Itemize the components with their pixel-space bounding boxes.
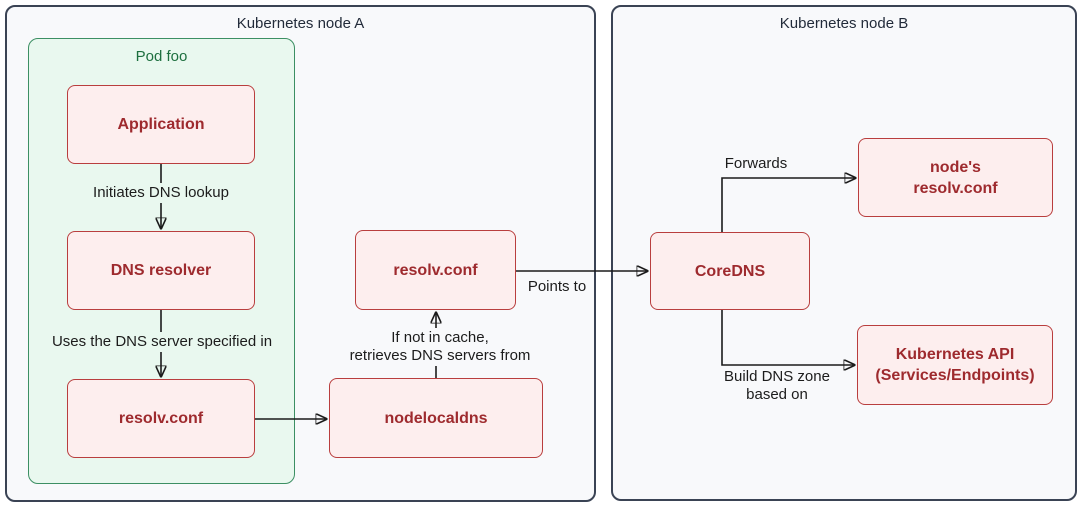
box-nodes-resolv-conf: node's resolv.conf [858,138,1053,217]
box-kubernetes-api: Kubernetes API (Services/Endpoints) [857,325,1053,405]
edge-label-forwards: Forwards [724,155,788,172]
box-coredns: CoreDNS [650,232,810,310]
box-kubernetes-api-line1: Kubernetes API [895,346,1015,363]
edge-label-uses-dns-server: Uses the DNS server specified in [48,332,276,352]
box-node-resolv-conf: resolv.conf [355,230,516,310]
box-nodelocaldns-label: nodelocaldns [384,409,488,427]
box-node-resolv-conf-label: resolv.conf [393,261,478,279]
box-pod-resolv-conf-label: resolv.conf [118,410,204,427]
edge-label-if-not-in-cache: If not in cache, retrieves DNS servers f… [346,328,534,366]
box-dns-resolver: DNS resolver [67,231,255,310]
edge-label-build-dns-zone: Build DNS zone based on [724,368,830,404]
edge-label-build-dns-zone-line2: based on [746,386,808,403]
pod-foo-title: Pod foo [135,48,188,65]
edge-label-points-to: Points to [527,278,587,295]
edge-label-if-not-in-cache-line1: If not in cache, [391,329,489,346]
box-kubernetes-api-line2: (Services/Endpoints) [875,367,1035,384]
edge-label-if-not-in-cache-line2: retrieves DNS servers from [349,347,531,364]
box-pod-resolv-conf: resolv.conf [67,379,255,458]
box-nodes-resolv-conf-line1: node's [930,158,981,176]
kubernetes-node-a-title: Kubernetes node A [236,15,365,32]
kubernetes-node-b-title: Kubernetes node B [779,15,909,32]
box-application: Application [67,85,255,164]
box-nodes-resolv-conf-line2: resolv.conf [913,179,998,197]
edge-label-initiates-dns-lookup: Initiates DNS lookup [90,183,232,203]
box-coredns-label: CoreDNS [694,262,766,280]
box-nodelocaldns: nodelocaldns [329,378,543,458]
edge-label-build-dns-zone-line1: Build DNS zone [724,368,830,385]
box-application-label: Application [117,116,205,133]
box-dns-resolver-label: DNS resolver [110,262,212,279]
